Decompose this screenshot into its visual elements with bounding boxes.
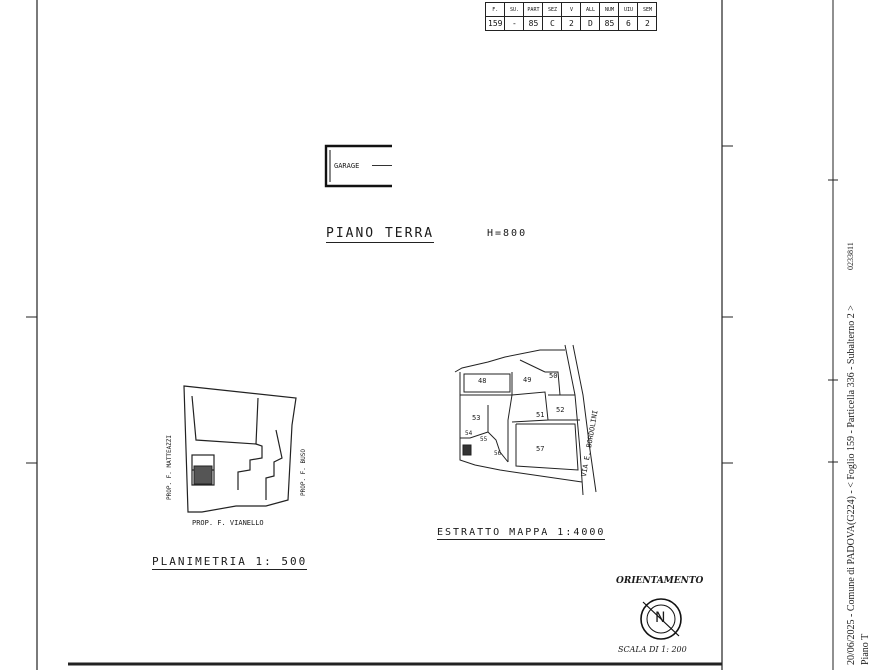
parcel-label: 51 bbox=[536, 411, 545, 419]
table-cell: 85 bbox=[523, 16, 544, 31]
table-cell: C bbox=[542, 16, 563, 31]
archive-code: 0233811 bbox=[846, 242, 855, 270]
garage-label: GARAGE bbox=[334, 162, 360, 170]
site-plan-drawing bbox=[183, 385, 297, 513]
table-cell: 6 bbox=[618, 16, 639, 31]
map-extract-drawing bbox=[454, 344, 597, 496]
parcel-label: 48 bbox=[478, 377, 487, 385]
table-header-cell: F. bbox=[484, 2, 506, 17]
floor-height: H=800 bbox=[487, 228, 528, 239]
table-header-cell: SU. bbox=[504, 2, 525, 17]
table-header-cell: PART bbox=[523, 2, 544, 17]
parcel-label: 50 bbox=[549, 372, 558, 380]
orientation-title: ORIENTAMENTO bbox=[616, 576, 704, 586]
table-cell: - bbox=[504, 16, 525, 31]
table-header-cell: ALL bbox=[580, 2, 601, 17]
floor-reference: Piano T bbox=[860, 633, 871, 665]
road-label-bottom: PROP. F. VIANELLO bbox=[192, 519, 264, 527]
hatched-garage-area bbox=[193, 465, 213, 485]
road-label-right: PROP. F. BUSO bbox=[300, 449, 307, 496]
floor-title: PIANO TERRA bbox=[326, 226, 435, 243]
parcel-label: 53 bbox=[472, 414, 481, 422]
parcel-label: 54 bbox=[465, 430, 473, 437]
parcel-label: 49 bbox=[523, 376, 532, 384]
table-cell: 85 bbox=[599, 16, 620, 31]
document-reference: 20/06/2025 - Comune di PADOVA(G224) - < … bbox=[846, 305, 857, 665]
north-arrow bbox=[640, 598, 682, 640]
table-header-cell: UIU bbox=[618, 2, 639, 17]
road-label-left: PROP. F. MATTEAZZI bbox=[166, 434, 173, 500]
parcel-label: 56 bbox=[494, 450, 502, 457]
north-letter: N bbox=[655, 610, 666, 626]
table-cell: 159 bbox=[484, 16, 506, 31]
map-extract-title: ESTRATTO MAPPA 1:4000 bbox=[437, 527, 606, 540]
table-cell: D bbox=[580, 16, 601, 31]
table-cell: 2 bbox=[561, 16, 582, 31]
parcel-label: 57 bbox=[536, 445, 545, 453]
table-header-cell: V bbox=[561, 2, 582, 17]
table-header-cell: NUM bbox=[599, 2, 620, 17]
parcel-label: 52 bbox=[556, 406, 565, 414]
site-plan-title: PLANIMETRIA 1: 500 bbox=[152, 555, 308, 570]
scale-label: SCALA DI 1: 200 bbox=[618, 645, 687, 654]
table-header-cell: SEM bbox=[637, 2, 658, 17]
parcel-label: 55 bbox=[480, 436, 488, 443]
table-header-cell: SEZ bbox=[542, 2, 563, 17]
table-cell: 2 bbox=[637, 16, 658, 31]
garage-plan bbox=[324, 144, 392, 188]
garage-door-line bbox=[372, 165, 392, 166]
